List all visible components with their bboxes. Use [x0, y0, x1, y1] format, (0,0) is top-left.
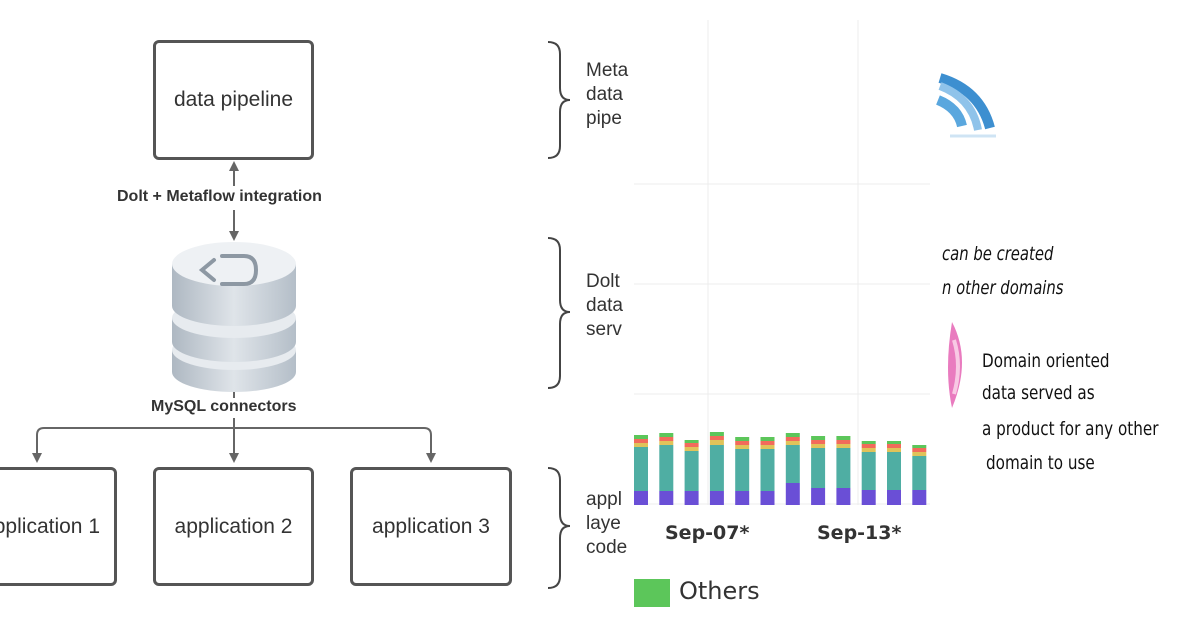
bar-segment	[709, 491, 724, 505]
bar-segment	[785, 437, 800, 441]
brace-text-application: appl laye code	[586, 489, 628, 558]
bar-segment	[785, 483, 800, 505]
bar-segment	[861, 444, 876, 448]
legend-swatch-others	[634, 579, 670, 607]
bar-segment	[861, 490, 876, 505]
brace-3	[547, 467, 571, 589]
bar-segment	[811, 448, 826, 488]
bar-segment	[684, 451, 699, 491]
bar-segment	[684, 440, 699, 443]
legend-label-others: Others	[679, 577, 760, 605]
bar-segment	[709, 445, 724, 491]
bar-segment	[735, 437, 750, 441]
bar-segment	[659, 445, 674, 491]
bar-segment	[735, 445, 750, 449]
bar-segment	[785, 441, 800, 445]
bar-segment	[634, 439, 648, 443]
bar-segment	[634, 435, 648, 439]
bar-segment	[887, 490, 901, 505]
bar-segment	[836, 440, 851, 444]
bar-segment	[760, 441, 775, 445]
bar-segment	[659, 433, 674, 437]
stacked-bar-chart	[634, 20, 930, 505]
bar-segment	[735, 449, 750, 491]
brace-2	[547, 237, 571, 389]
bar-segment	[684, 447, 699, 451]
connector-branch-left	[32, 427, 234, 463]
bar-segment	[634, 443, 648, 447]
bar-segment	[760, 449, 775, 491]
bar-segment	[912, 448, 927, 452]
bar-segment	[861, 441, 876, 444]
application-2-label: application 2	[174, 514, 293, 538]
bar-segment	[684, 443, 699, 447]
bar-segment	[912, 452, 927, 456]
bar-segment	[811, 444, 826, 448]
bar-segment	[735, 491, 750, 505]
bar-segment	[709, 440, 724, 445]
domain-text-line: a product for any other	[982, 418, 1159, 440]
bar-segment	[760, 445, 775, 449]
cropped-text-line: can be created	[942, 243, 1054, 265]
bar-segment	[887, 448, 901, 452]
bar-segment	[634, 491, 648, 505]
data-pipeline-label: data pipeline	[173, 88, 294, 111]
bar-segment	[785, 445, 800, 483]
bar-segment	[887, 444, 901, 448]
bar-segment	[659, 437, 674, 441]
connector-branch-right	[234, 427, 436, 463]
cropped-text-line: n other domains	[942, 277, 1064, 299]
bar-segment	[887, 452, 901, 490]
application-2-box: application 2	[153, 467, 314, 586]
dolt-database-icon	[172, 242, 296, 392]
application-3-label: application 3	[372, 514, 490, 538]
mysql-connectors-label: MySQL connectors	[149, 398, 299, 416]
application-1-box: application 1	[0, 467, 117, 586]
bar-segment	[785, 433, 800, 437]
bar-segment	[836, 444, 851, 448]
brace-text-metadata: Meta data pipe	[586, 60, 629, 129]
bar-segment	[912, 456, 927, 490]
bar-segment	[836, 436, 851, 440]
blue-arc-graphic	[935, 73, 996, 138]
bar-segment	[861, 452, 876, 490]
x-tick-label: Sep-07*	[665, 522, 750, 544]
bar-segment	[684, 491, 699, 505]
chart-panel: Sep-07* Sep-13* Others	[634, 20, 930, 630]
bar-segment	[811, 488, 826, 505]
bar-segment	[861, 448, 876, 452]
bar-segment	[887, 441, 901, 444]
bar-segment	[735, 441, 750, 445]
domain-text-line: data served as	[982, 382, 1095, 404]
bar-segment	[709, 432, 724, 436]
application-3-box: application 3	[350, 467, 512, 586]
domain-text-line: domain to use	[986, 452, 1095, 474]
bar-segment	[912, 445, 927, 448]
bar-segment	[634, 447, 648, 491]
pink-shape-graphic	[948, 322, 962, 408]
brace-1	[547, 41, 571, 159]
bar-segment	[811, 436, 826, 440]
bar-segment	[659, 441, 674, 445]
x-tick-label: Sep-13*	[817, 522, 902, 544]
bar-segment	[836, 488, 851, 505]
bar-segment	[709, 436, 724, 440]
brace-text-dolt: Dolt data serv	[586, 271, 623, 340]
bar-segment	[659, 491, 674, 505]
bar-segment	[760, 437, 775, 441]
bar-segment	[811, 440, 826, 444]
data-pipeline-box: data pipeline	[153, 40, 314, 160]
bar-segment	[836, 448, 851, 488]
integration-label: Dolt + Metaflow integration	[115, 188, 324, 206]
application-1-label: application 1	[0, 514, 100, 538]
domain-text-line: Domain oriented	[982, 350, 1110, 372]
bar-segment	[760, 491, 775, 505]
bar-segment	[912, 490, 927, 505]
